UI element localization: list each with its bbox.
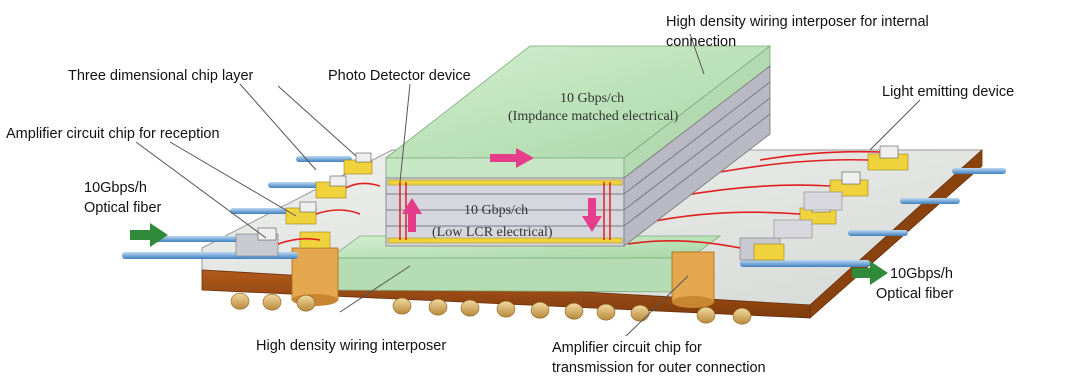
- solder-ball: [392, 297, 412, 315]
- stack-middle-rate: 10 Gbps/ch: [464, 203, 528, 218]
- optical-fibers-left: [122, 156, 352, 259]
- label-amplifier-transmission-line1: Amplifier circuit chip for: [552, 340, 702, 356]
- solder-ball: [496, 300, 516, 318]
- signal-arrow-up: [402, 198, 422, 232]
- bottom-interposer-front: [329, 257, 691, 293]
- label-amplifier-transmission-line2: transmission for outer connection: [552, 360, 766, 376]
- label-interposer-bottom: High density wiring interposer: [256, 338, 446, 354]
- label-optical-fiber-right-rate: 10Gbps/h: [890, 266, 953, 282]
- solder-ball: [262, 293, 282, 311]
- via-right: [671, 251, 715, 303]
- left-device-row: [235, 152, 373, 257]
- solder-ball: [630, 304, 650, 322]
- optical-output-arrow: [852, 261, 888, 285]
- solder-balls: [230, 292, 752, 325]
- solder-ball: [596, 303, 616, 321]
- label-interposer-internal-line1: High density wiring interposer for inter…: [666, 14, 929, 30]
- label-three-dimensional-chip-layer: Three dimensional chip layer: [68, 68, 254, 84]
- solder-ball: [732, 307, 752, 325]
- label-optical-fiber-left: Optical fiber: [84, 200, 162, 216]
- solder-ball: [428, 298, 448, 316]
- solder-ball: [564, 302, 584, 320]
- stack-top-rate: 10 Gbps/ch: [560, 91, 624, 106]
- label-amplifier-reception: Amplifier circuit chip for reception: [6, 126, 220, 142]
- stack-top-description: (Impdance matched electrical): [508, 109, 679, 124]
- via-right-cap: [672, 296, 714, 308]
- leader-lines: [135, 33, 921, 337]
- label-photo-detector-device: Photo Detector device: [328, 68, 471, 84]
- wiring-traces: [277, 150, 881, 249]
- solder-ball: [230, 292, 250, 310]
- solder-ball: [696, 306, 716, 324]
- solder-ball: [460, 299, 480, 317]
- label-interposer-internal-line2: connection: [666, 34, 736, 50]
- chip-stack: [384, 45, 772, 247]
- right-device-row: [739, 145, 909, 261]
- optical-fibers-right: [740, 168, 1006, 267]
- optical-input-arrow: [130, 223, 168, 247]
- solder-ball: [296, 294, 316, 312]
- label-light-emitting-device: Light emitting device: [882, 84, 1014, 100]
- signal-arrow-horizontal: [490, 148, 534, 168]
- solder-ball: [530, 301, 550, 319]
- signal-arrow-down: [582, 198, 602, 232]
- label-optical-fiber-left-rate: 10Gbps/h: [84, 180, 147, 196]
- label-optical-fiber-right: Optical fiber: [876, 286, 954, 302]
- stack-middle-description: (Low LCR electrical): [432, 225, 553, 240]
- via-left: [291, 247, 339, 301]
